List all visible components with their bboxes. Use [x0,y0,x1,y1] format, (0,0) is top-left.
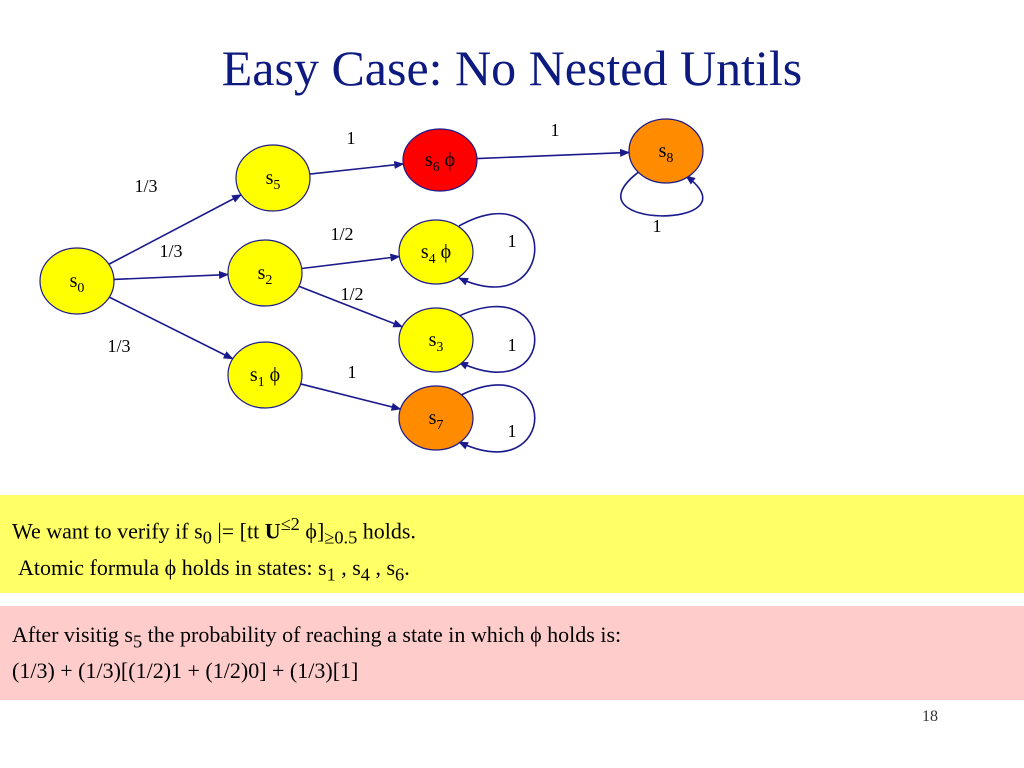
state-node-s3: s3 [398,307,474,373]
state-subscript: 6 [395,564,405,585]
state-circle [628,118,704,184]
edge-label-s0-s1: 1/3 [107,336,130,356]
state-circle [398,385,474,451]
models-operator: |= [tt [211,518,265,544]
state-circle [227,341,303,409]
edge-label-s7-s7: 1 [508,421,517,441]
slide-title: Easy Case: No Nested Untils [221,40,803,96]
nodes-layer: s0 s5 s2 s1 ϕ s6 ϕ s4 ϕ s3 s7 s8 [39,118,704,451]
edge-s0-s1 [108,296,234,360]
until-operator: U [264,518,281,544]
state-label: s7 [429,407,444,433]
result-suffix: the probability of reaching a state in w… [142,622,622,647]
edge-s8-s8 [620,170,704,217]
result-statement: After visitig s5 the probability of reac… [12,620,1012,656]
period: . [404,554,410,580]
edge-label-s1-s7: 1 [348,362,357,382]
state-label: s0 [70,270,85,296]
edge-label-s5-s6: 1 [347,128,356,148]
probability-formula: (1/3) + (1/3)[(1/2)1 + (1/2)0] + (1/3)[1… [12,658,359,684]
edge-s5-s6 [309,160,405,175]
edge-s6-s8 [476,148,631,160]
edge-label-s3-s3: 1 [508,335,517,355]
state-node-s5: s5 [235,144,311,212]
probability-bound: ≥0.5 [324,527,358,548]
state-subscript: 0 [202,527,212,548]
state-node-s6: s6 ϕ [402,128,478,192]
state-subscript: 4 [360,564,370,585]
state-label: s5 [266,167,281,193]
phi-close: ϕ] [299,518,325,544]
state-node-s8: s8 [628,118,704,184]
edge-label-s0-s5: 1/3 [134,176,157,196]
edge-s2-s3 [298,285,404,328]
state-circle [235,144,311,212]
edge-label-s8-s8: 1 [653,216,662,236]
state-label: s4 ϕ [421,241,451,267]
edge-s0-s2 [113,270,230,281]
probability-result-box: After visitig s5 the probability of reac… [0,606,1024,700]
statement-suffix: holds. [357,518,416,544]
edge-label-s0-s2: 1/3 [159,241,182,261]
state-node-s7: s7 [398,385,474,451]
edges-layer [108,148,704,453]
separator: , s [369,554,396,580]
verification-info-box: We want to verify if s0 |= [tt U≤2 ϕ]≥0.… [0,495,1024,593]
slide-number: 18 [922,708,938,725]
state-node-s4: s4 ϕ [398,219,474,285]
edge-s4-s4 [458,212,536,288]
state-label: s6 ϕ [425,149,455,175]
state-circle [398,219,474,285]
state-node-s0: s0 [39,247,115,315]
state-label: s2 [258,262,273,288]
edge-s7-s7 [458,384,536,453]
atomic-formula-statement: Atomic formula ϕ holds in states: s1 , s… [12,553,1012,589]
edge-label-s4-s4: 1 [508,231,517,251]
result-prefix: After visitig s [12,622,133,647]
state-circle [402,128,478,192]
state-node-s2: s2 [227,239,303,307]
state-circle [398,307,474,373]
state-label: s3 [429,329,444,355]
edge-s1-s7 [300,383,402,411]
state-label: s8 [659,140,674,166]
edge-label-s6-s8: 1 [551,120,560,140]
edge-s2-s4 [301,253,401,270]
separator: , s [335,554,361,580]
edge-labels-layer: 1/3 1/3 1/3 1 1/2 1/2 1 1 1 1 1 1 [107,120,661,441]
verification-statement: We want to verify if s0 |= [tt U≤2 ϕ]≥0.… [12,509,1012,553]
edge-s0-s5 [108,194,243,265]
state-subscript: 5 [133,631,143,652]
state-circle [227,239,303,307]
statement-prefix: We want to verify if s [12,518,203,544]
time-bound: ≤2 [280,514,300,534]
state-label: s1 ϕ [250,364,280,390]
state-circle [39,247,115,315]
edge-s3-s3 [458,305,536,373]
edge-label-s2-s4: 1/2 [330,224,353,244]
atomic-prefix: Atomic formula ϕ holds in states: s [18,554,327,580]
edge-label-s2-s3: 1/2 [340,284,363,304]
state-node-s1: s1 ϕ [227,341,303,409]
state-subscript: 1 [326,564,336,585]
